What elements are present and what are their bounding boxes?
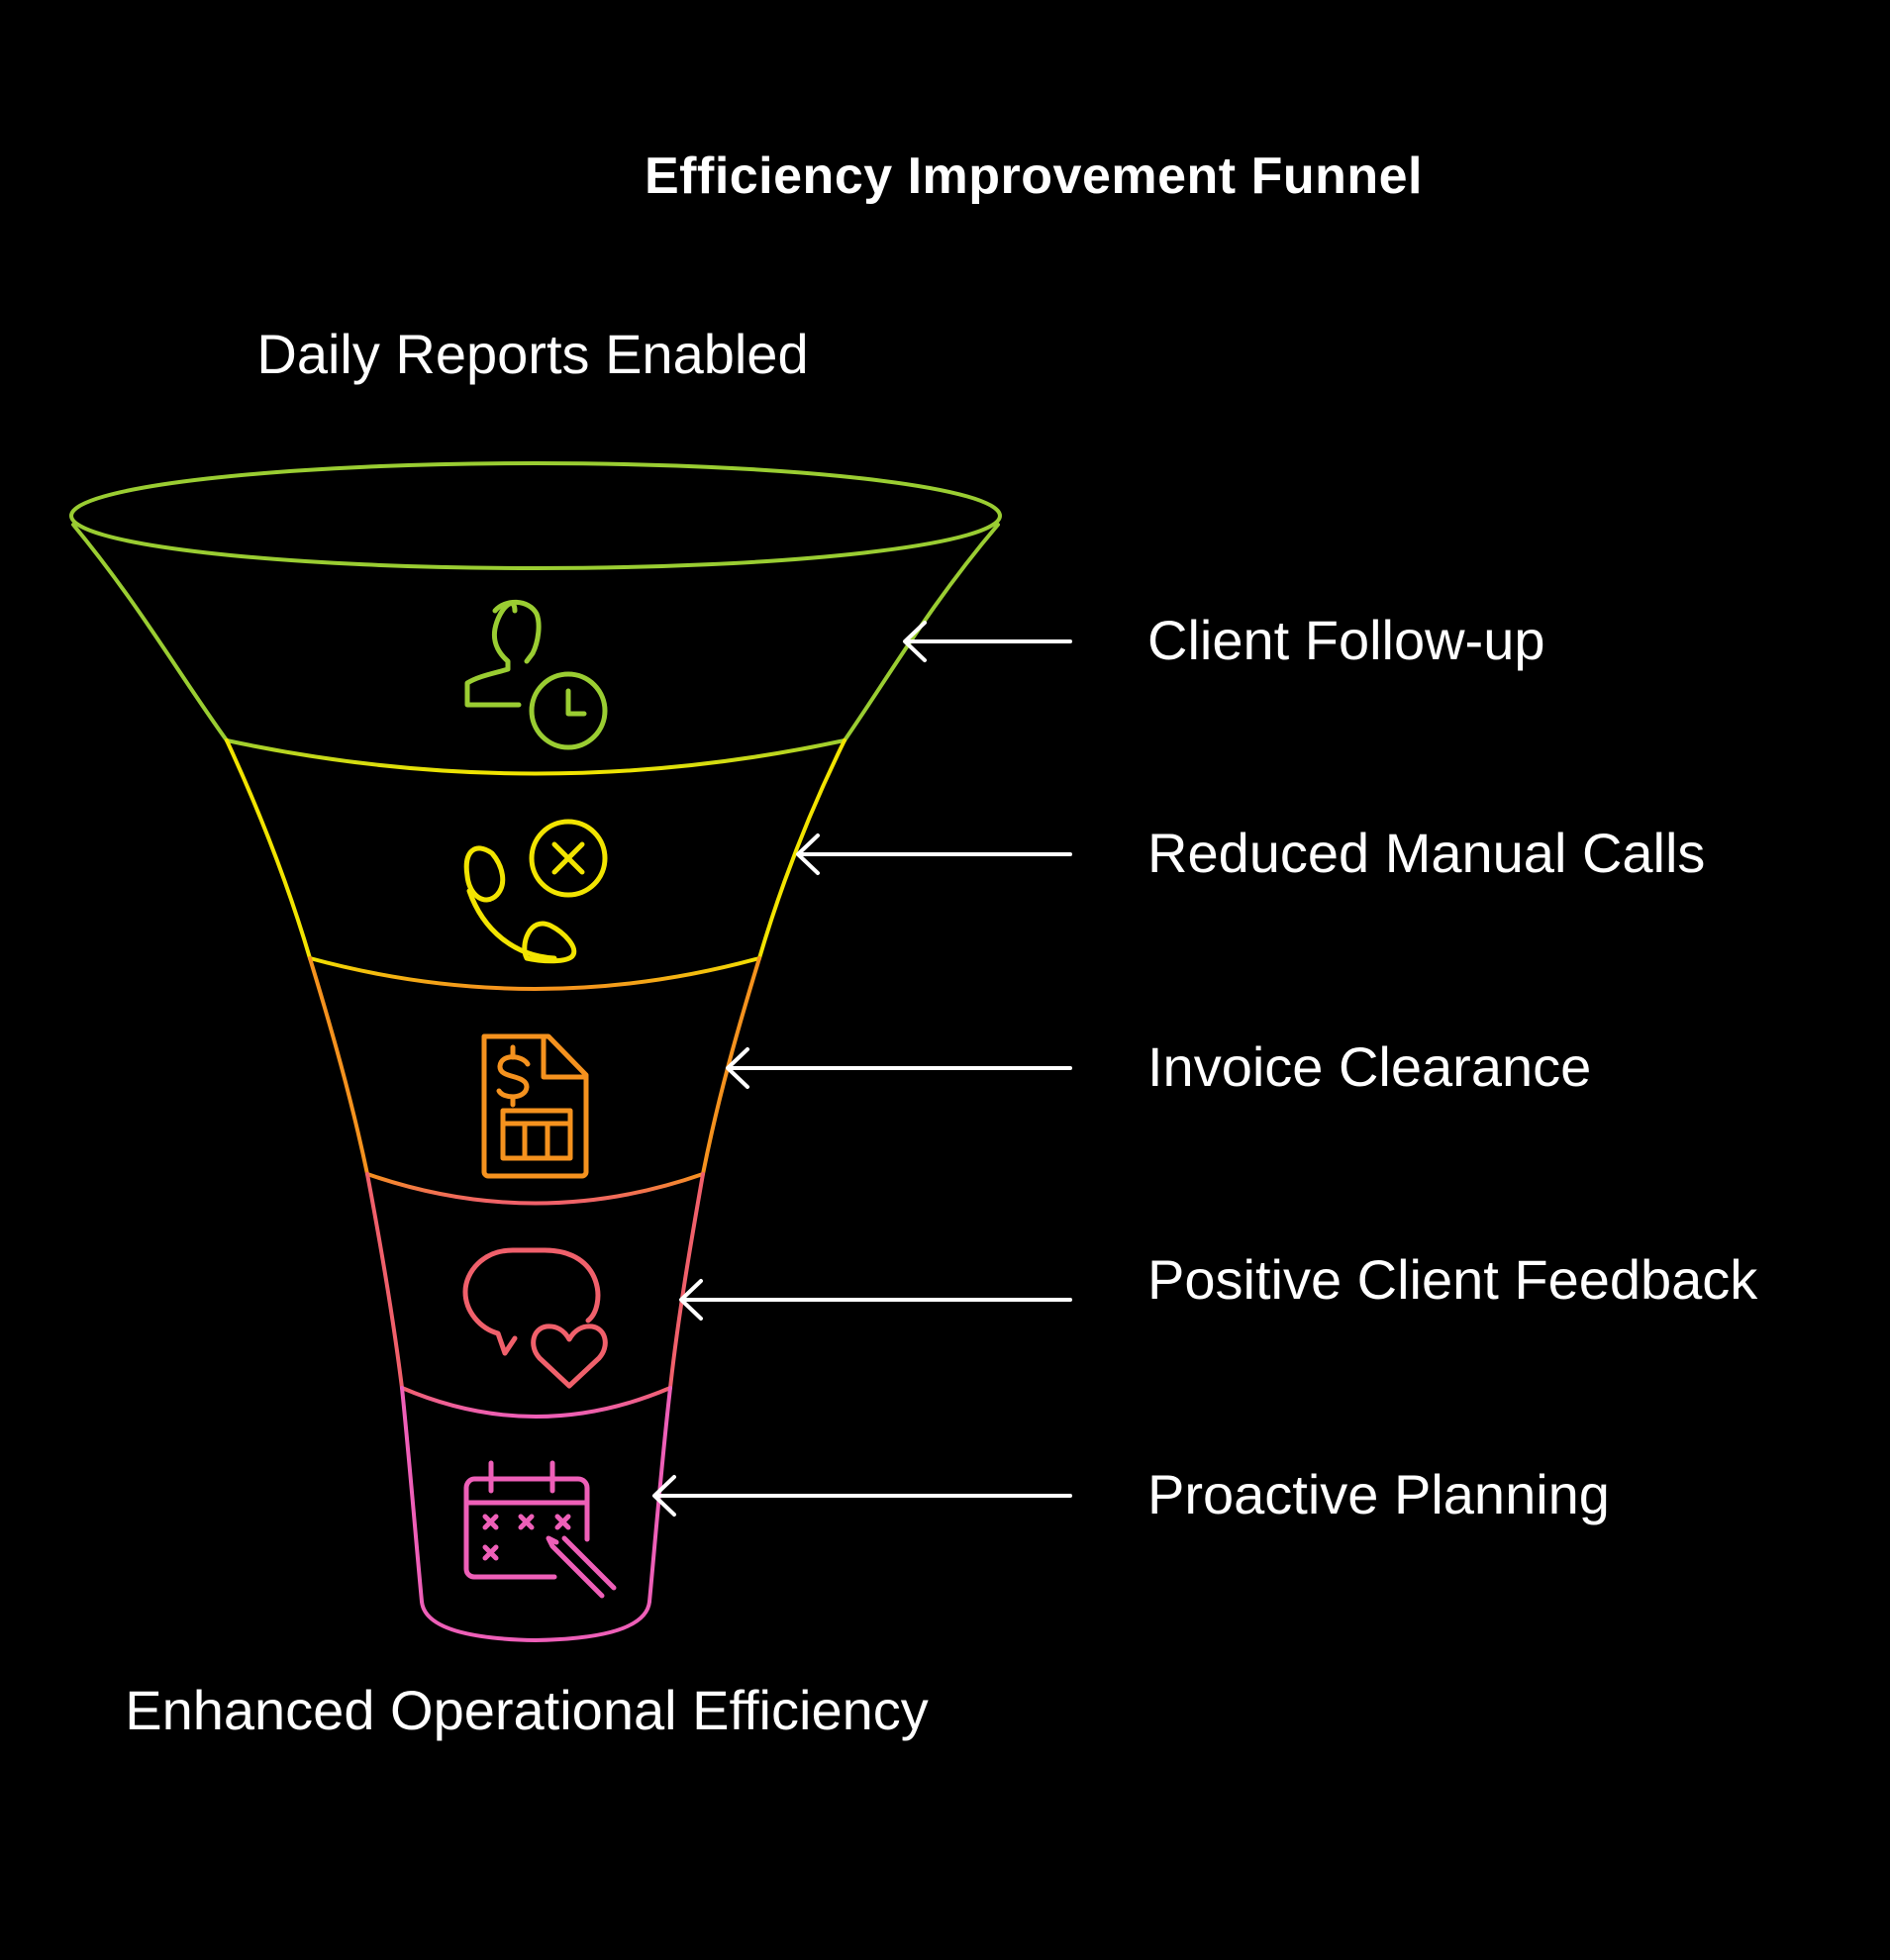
arrow-proactive-planning bbox=[652, 1475, 1072, 1517]
arrow-positive-client-feedback bbox=[679, 1279, 1072, 1321]
funnel-output-label: Enhanced Operational Efficiency bbox=[125, 1679, 929, 1741]
funnel-segment-2 bbox=[225, 738, 846, 960]
invoice-icon bbox=[481, 1033, 589, 1179]
user-clock-icon bbox=[464, 599, 608, 750]
funnel-segment-4 bbox=[365, 1172, 705, 1390]
stage-label-positive-client-feedback: Positive Client Feedback bbox=[1147, 1248, 1758, 1311]
calendar-edit-icon bbox=[463, 1460, 617, 1599]
funnel-segment-1 bbox=[69, 461, 1002, 742]
funnel-segment-5 bbox=[400, 1386, 672, 1642]
stage-label-proactive-planning: Proactive Planning bbox=[1147, 1463, 1610, 1525]
phone-cancel-icon bbox=[463, 819, 608, 964]
stage-label-client-follow-up: Client Follow-up bbox=[1147, 609, 1545, 671]
chat-heart-icon bbox=[462, 1247, 608, 1389]
arrow-client-follow-up bbox=[903, 621, 1072, 662]
diagram-title: Efficiency Improvement Funnel bbox=[645, 147, 1423, 205]
stage-label-invoice-clearance: Invoice Clearance bbox=[1147, 1035, 1592, 1098]
stage-label-reduced-manual-calls: Reduced Manual Calls bbox=[1147, 822, 1706, 884]
arrow-invoice-clearance bbox=[726, 1047, 1072, 1089]
arrow-reduced-manual-calls bbox=[796, 833, 1072, 875]
funnel-input-label: Daily Reports Enabled bbox=[256, 323, 809, 385]
